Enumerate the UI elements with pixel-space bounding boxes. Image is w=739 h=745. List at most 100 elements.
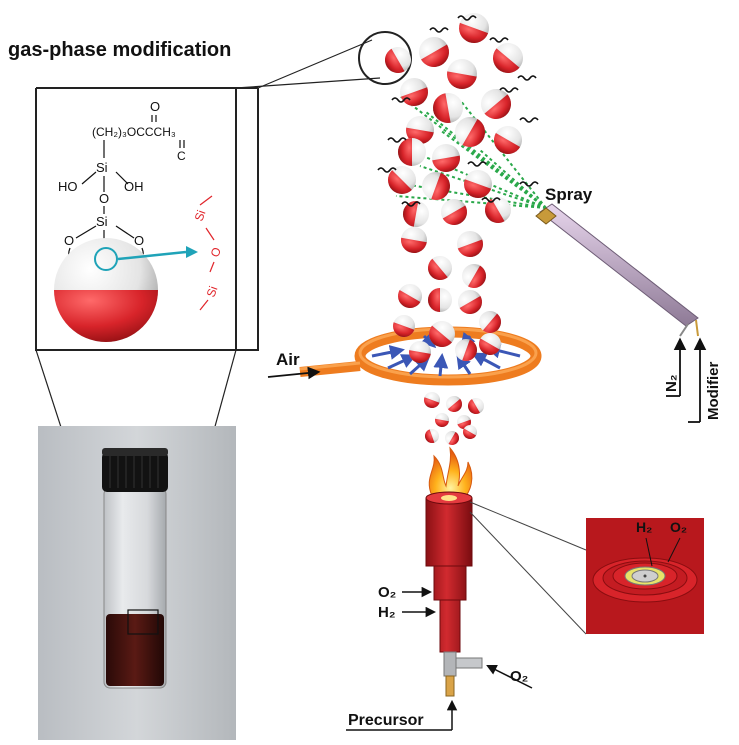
svg-text:O₂: O₂ — [378, 584, 396, 601]
svg-text:HO: HO — [58, 179, 78, 194]
janus-particle — [493, 43, 523, 73]
svg-text:Modifier: Modifier — [705, 362, 722, 420]
janus-particle — [435, 413, 449, 427]
janus-particle — [385, 47, 411, 73]
janus-particle — [441, 199, 467, 225]
svg-text:O: O — [150, 99, 160, 114]
structure-inset: O (CH₂)₃OCCCH₃ C Si HO OH O Si O O O — [35, 87, 259, 351]
janus-particle — [422, 172, 450, 200]
modifier-chain — [489, 37, 509, 43]
modifier-chain — [519, 117, 539, 123]
precursor-inlet: Precursor — [346, 699, 458, 731]
janus-particle — [494, 126, 522, 154]
modifier-chain — [377, 167, 397, 173]
janus-particle — [479, 311, 501, 333]
janus-particle — [481, 89, 511, 119]
spray-label: Spray — [545, 185, 593, 204]
janus-particle — [428, 256, 452, 280]
janus-particle — [479, 333, 501, 355]
svg-text:O: O — [64, 233, 74, 248]
svg-text:Si: Si — [204, 284, 221, 299]
n2-inlet: N₂ — [663, 337, 687, 397]
burner — [425, 491, 483, 697]
janus-particle — [462, 264, 486, 288]
janus-particle — [459, 13, 489, 43]
svg-text:O₂: O₂ — [510, 668, 528, 685]
janus-particle — [429, 321, 455, 347]
zoom-circle — [358, 31, 412, 85]
svg-text:O₂: O₂ — [670, 519, 687, 535]
janus-particle — [468, 398, 484, 414]
janus-particle — [432, 144, 460, 172]
surface-site-marker — [94, 247, 118, 271]
svg-text:Precursor: Precursor — [348, 712, 424, 729]
janus-particle — [445, 431, 459, 445]
vial-photo — [38, 426, 236, 740]
janus-particle — [393, 315, 415, 337]
svg-text:Si: Si — [96, 214, 108, 229]
janus-particle — [419, 37, 449, 67]
svg-text:O: O — [99, 191, 109, 206]
janus-particle — [485, 197, 511, 223]
modifier-chain — [467, 161, 487, 167]
spray-nozzle — [535, 203, 699, 337]
janus-particle — [455, 117, 485, 147]
janus-particle — [463, 425, 477, 439]
burner-head-inset: H₂ O₂ — [586, 518, 704, 634]
zoom-region-box — [127, 609, 159, 635]
janus-particle — [457, 231, 483, 257]
janus-particle — [424, 392, 440, 408]
janus-particle — [409, 341, 431, 363]
svg-text:O: O — [208, 245, 224, 259]
modifier-chain — [517, 75, 537, 81]
janus-particle-large — [54, 238, 198, 342]
svg-text:C: C — [177, 149, 186, 163]
modifier-chain — [391, 97, 411, 103]
janus-particle — [403, 201, 429, 227]
janus-particle — [446, 396, 462, 412]
janus-particle — [398, 138, 426, 166]
janus-particle — [388, 166, 416, 194]
zoom-arrow — [117, 250, 187, 261]
modifier-chain — [481, 197, 501, 203]
janus-particle — [406, 116, 434, 144]
burner-h2-inlet: H₂ — [378, 604, 437, 621]
molecule-formula: O (CH₂)₃OCCCH₃ C Si HO OH O Si O O O — [58, 99, 186, 265]
modifier-chain — [429, 27, 449, 33]
air-label: Air — [276, 350, 300, 369]
janus-particle — [428, 288, 452, 312]
flame — [428, 446, 473, 499]
janus-particle — [398, 284, 422, 308]
svg-text:N₂: N₂ — [663, 375, 680, 393]
modifier-inlet: Modifier — [688, 337, 722, 423]
vial-powder — [106, 614, 164, 686]
modifier-chain — [499, 87, 519, 93]
air-arrow — [267, 366, 321, 380]
svg-text:OH: OH — [124, 179, 144, 194]
zoom-connector-lines — [235, 39, 381, 89]
diagram-title: gas-phase modification — [8, 39, 231, 61]
modifier-chain — [519, 181, 539, 187]
modifier-chain — [457, 15, 477, 21]
janus-particle — [425, 429, 439, 443]
svg-text:Si: Si — [96, 160, 108, 175]
burner-o2-inlet: O₂ — [378, 584, 433, 601]
janus-particles — [377, 13, 539, 445]
janus-particle — [400, 78, 428, 106]
janus-particle — [433, 93, 463, 123]
janus-particle — [447, 59, 477, 89]
dispersion-o2-inlet: O₂ — [486, 665, 533, 689]
modifier-chain — [401, 201, 421, 207]
janus-particle — [464, 170, 492, 198]
svg-text:(CH₂)₃OCCCH₃: (CH₂)₃OCCCH₃ — [92, 125, 176, 139]
svg-text:H₂: H₂ — [636, 519, 652, 535]
janus-particle — [455, 339, 477, 361]
janus-particle — [401, 227, 427, 253]
svg-text:H₂: H₂ — [378, 604, 396, 621]
janus-particle — [458, 290, 482, 314]
svg-text:Si: Si — [192, 208, 209, 223]
svg-text:O: O — [134, 233, 144, 248]
modifier-chain — [387, 137, 407, 143]
burner-zoom-lines — [469, 501, 587, 635]
